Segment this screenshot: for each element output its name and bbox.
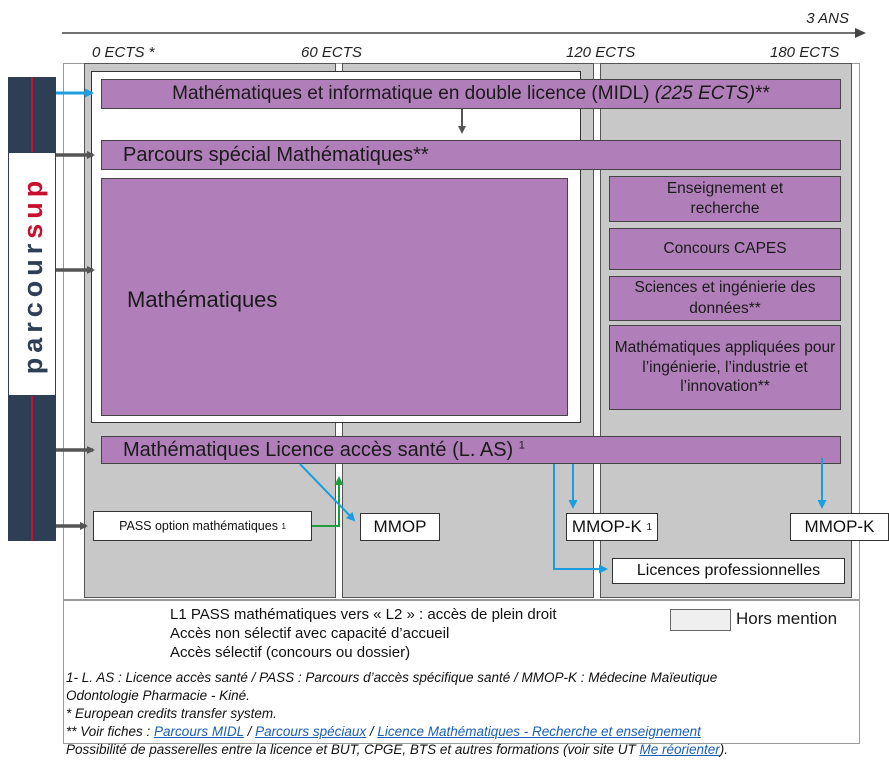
note-line-5-prefix: Possibilité de passerelles entre la lice… xyxy=(66,742,640,757)
master-appliquees[interactable]: Mathématiques appliquées pour l’ingénier… xyxy=(609,325,841,410)
note-sep-2: / xyxy=(366,724,378,739)
pass-option-box[interactable]: PASS option mathématiques 1 xyxy=(93,511,312,541)
note-line-1: 1- L. AS : Licence accès santé / PASS : … xyxy=(66,670,718,685)
pass-option-sup: 1 xyxy=(281,521,286,531)
timeline: 3 ANS 0 ECTS * 60 ECTS 120 ECTS 180 ECTS xyxy=(0,0,889,62)
hors-mention-label: Hors mention xyxy=(736,609,838,628)
mmopk-1-label: MMOP-K xyxy=(571,517,642,536)
program-special-label: Parcours spécial Mathématiques** xyxy=(123,144,429,166)
master-capes-label: Concours CAPES xyxy=(663,240,787,257)
master-enseignement[interactable]: Enseignement et recherche xyxy=(609,176,841,222)
link-licence-maths[interactable]: Licence Mathématiques - Recherche et ens… xyxy=(377,724,701,739)
duration-label: 3 ANS xyxy=(806,10,849,27)
legend-gray-text: Accès non sélectif avec capacité d’accue… xyxy=(170,625,450,642)
note-line-5: Possibilité de passerelles entre la lice… xyxy=(66,742,728,757)
program-midl-stars: ** xyxy=(755,83,770,104)
mmop-box[interactable]: MMOP xyxy=(360,513,440,541)
program-special[interactable]: Parcours spécial Mathématiques** xyxy=(101,140,841,170)
program-midl-ects: (225 ECTS) xyxy=(654,83,756,104)
note-line-2: Odontologie Pharmacie - Kiné. xyxy=(66,688,250,703)
licences-pro-label: Licences professionnelles xyxy=(636,562,821,579)
program-maths-label: Mathématiques xyxy=(127,287,278,312)
master-appliquees-label: Mathématiques appliquées pour l’ingénier… xyxy=(614,339,836,396)
program-maths[interactable]: Mathématiques xyxy=(101,178,568,416)
mmopk-1-sup: 1 xyxy=(646,521,653,533)
master-enseignement-label: Enseignement et recherche xyxy=(666,179,784,217)
link-parcours-midl[interactable]: Parcours MIDL xyxy=(154,724,244,739)
mmopk-box-1[interactable]: MMOP-K 1 xyxy=(566,513,658,541)
ects-label-120: 120 ECTS xyxy=(566,44,636,61)
program-las-label: Mathématiques Licence accès santé (L. AS… xyxy=(123,439,514,461)
mmopk-box-2[interactable]: MMOP-K xyxy=(790,513,889,541)
legend-blue-text: Accès sélectif (concours ou dossier) xyxy=(170,644,411,661)
hors-mention-swatch xyxy=(670,609,731,631)
note-line-5-suffix: ). xyxy=(719,742,729,757)
timeline-arrow xyxy=(62,28,866,38)
parcoursup-logo: parcoursup xyxy=(8,152,56,396)
link-me-reorienter[interactable]: Me réorienter xyxy=(639,742,720,757)
mmopk-2-label: MMOP-K xyxy=(804,517,875,536)
parcoursup-suffix: sup xyxy=(18,175,48,239)
master-capes[interactable]: Concours CAPES xyxy=(609,228,841,270)
note-line-4: ** Voir fiches : Parcours MIDL / Parcour… xyxy=(66,724,701,739)
program-midl[interactable]: Mathématiques et informatique en double … xyxy=(101,79,841,109)
master-sciences-label: Sciences et ingénierie des données** xyxy=(634,279,816,317)
parcoursup-prefix: parcour xyxy=(18,238,48,375)
licences-pro-box[interactable]: Licences professionnelles xyxy=(612,558,845,584)
ects-label-180: 180 ECTS xyxy=(770,44,840,61)
note-line-4-prefix: ** Voir fiches : xyxy=(66,724,155,739)
link-parcours-speciaux[interactable]: Parcours spéciaux xyxy=(255,724,367,739)
master-sciences[interactable]: Sciences et ingénierie des données** xyxy=(609,276,841,321)
pass-option-label: PASS option mathématiques xyxy=(119,519,278,533)
program-las-sup: 1 xyxy=(518,439,525,452)
note-line-3: * European credits transfer system. xyxy=(66,706,277,721)
note-sep-1: / xyxy=(243,724,256,739)
program-midl-label: Mathématiques et informatique en double … xyxy=(172,83,650,104)
program-las[interactable]: Mathématiques Licence accès santé (L. AS… xyxy=(101,436,841,464)
mmop-label: MMOP xyxy=(373,517,427,536)
ects-label-60: 60 ECTS xyxy=(301,44,362,61)
legend-green-text: L1 PASS mathématiques vers « L2 » : accè… xyxy=(170,606,557,623)
ects-label-0: 0 ECTS * xyxy=(92,44,155,61)
